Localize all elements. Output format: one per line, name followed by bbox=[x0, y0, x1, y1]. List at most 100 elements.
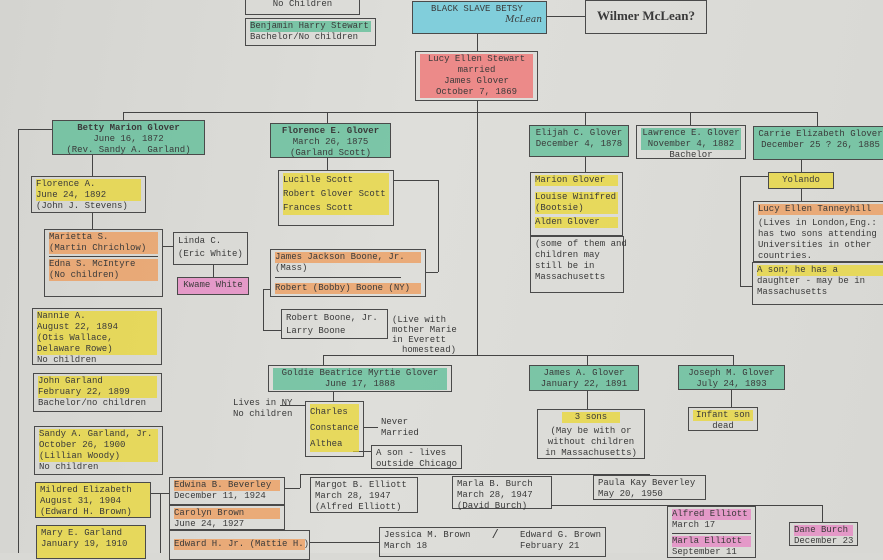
name: Marla Elliott bbox=[672, 536, 751, 547]
note: dead bbox=[712, 421, 734, 431]
connector bbox=[733, 355, 735, 365]
note-line: A son - lives bbox=[376, 448, 447, 458]
name: Frances Scott bbox=[283, 201, 389, 215]
note-line: without children bbox=[547, 437, 635, 447]
connector bbox=[323, 355, 733, 357]
name: James A. Glover bbox=[543, 368, 625, 378]
kwame-box: Kwame White bbox=[177, 277, 249, 295]
spouse: (John J. Stevens) bbox=[36, 201, 128, 211]
note: No children bbox=[37, 355, 97, 365]
date: June 24, 1927 bbox=[174, 519, 245, 529]
date: October 26, 1900 bbox=[39, 440, 126, 450]
connector bbox=[817, 112, 819, 126]
connector bbox=[547, 16, 585, 18]
name: Florence E. Glover bbox=[281, 126, 380, 136]
name: John Garland bbox=[38, 376, 103, 386]
connector bbox=[300, 474, 302, 488]
connector bbox=[740, 176, 742, 286]
connector bbox=[740, 286, 752, 288]
name: Elijah C. Glover bbox=[535, 128, 623, 138]
signature: McLean bbox=[505, 15, 542, 25]
note-line: mother Marie bbox=[392, 325, 457, 335]
spouse: (Garland Scott) bbox=[289, 148, 371, 158]
connector bbox=[123, 112, 125, 120]
name: Marietta S. bbox=[49, 232, 109, 242]
note: No children bbox=[39, 462, 99, 472]
connector bbox=[587, 391, 589, 409]
connector bbox=[782, 505, 822, 507]
no-children-text: No Children bbox=[272, 0, 333, 9]
linda-box: Linda C.(Eric White) bbox=[173, 232, 248, 265]
date: January 22, 1891 bbox=[540, 379, 628, 389]
connector bbox=[310, 542, 379, 544]
name: Wilmer McLean? bbox=[596, 8, 696, 23]
name: Alden Glover bbox=[535, 217, 618, 228]
name: Lawrence E. Glover bbox=[642, 128, 740, 138]
date: May 20, 1950 bbox=[598, 489, 663, 499]
note-line: Lives in NY bbox=[233, 398, 293, 408]
name: Alfred Elliott bbox=[672, 509, 751, 520]
note-line: No children bbox=[233, 409, 293, 419]
name: Nannie A. bbox=[37, 311, 86, 321]
note: Bachelor/no children bbox=[38, 398, 147, 408]
connector bbox=[585, 112, 587, 125]
date: January 19, 1910 bbox=[41, 539, 128, 549]
date: October 7, 1869 bbox=[435, 87, 517, 97]
name: Kwame White bbox=[183, 280, 243, 290]
connector bbox=[394, 180, 438, 182]
connector bbox=[280, 405, 305, 407]
connector bbox=[438, 180, 440, 272]
name: Mildred Elizabeth bbox=[40, 485, 132, 495]
note-line: has two sons attending bbox=[758, 229, 877, 239]
connector bbox=[18, 129, 20, 553]
boone-kids-box: Robert Boone, Jr.Larry Boone bbox=[281, 309, 388, 339]
name: Infant son bbox=[693, 410, 753, 421]
name: Linda C. bbox=[178, 236, 222, 246]
date: March 28, 1947 bbox=[457, 490, 533, 500]
connector bbox=[213, 265, 215, 277]
connector bbox=[801, 160, 803, 172]
note-line: homestead) bbox=[402, 345, 457, 355]
spouse: (Alfred Elliott) bbox=[315, 502, 402, 512]
slash-divider: / bbox=[491, 528, 499, 542]
name: Margot B. Elliott bbox=[315, 480, 407, 490]
note: (Mass) bbox=[275, 263, 308, 273]
connector bbox=[333, 392, 335, 401]
name: Constance bbox=[310, 420, 359, 436]
nannie-box: Nannie A.August 22, 1894(Otis Wallace,De… bbox=[32, 308, 162, 365]
name: Benjamin Harry Stewart bbox=[250, 21, 371, 32]
connector bbox=[323, 355, 325, 365]
name: Lucy Ellen Tanneyhill bbox=[758, 204, 883, 215]
name: Robert Glover Scott bbox=[283, 187, 389, 201]
ancestor-box: No Children bbox=[245, 0, 360, 15]
spouse-2: Delaware Rowe) bbox=[37, 344, 113, 354]
name: Charles bbox=[310, 404, 359, 420]
connector bbox=[18, 129, 52, 131]
name: Lucille Scott bbox=[283, 173, 389, 187]
name: Marion Glover bbox=[535, 175, 618, 186]
note-line: (May be with or bbox=[550, 426, 632, 436]
name: Edward H. Jr. (Mattie H.) bbox=[174, 539, 310, 550]
date: December 4, 1878 bbox=[535, 139, 623, 149]
note-line: (Lives in London,Eng.: bbox=[758, 218, 877, 228]
edward-h-box: Edward H. Jr. (Mattie H.) bbox=[169, 530, 310, 560]
nickname: (Bootsie) bbox=[535, 203, 618, 214]
connector bbox=[801, 189, 803, 201]
